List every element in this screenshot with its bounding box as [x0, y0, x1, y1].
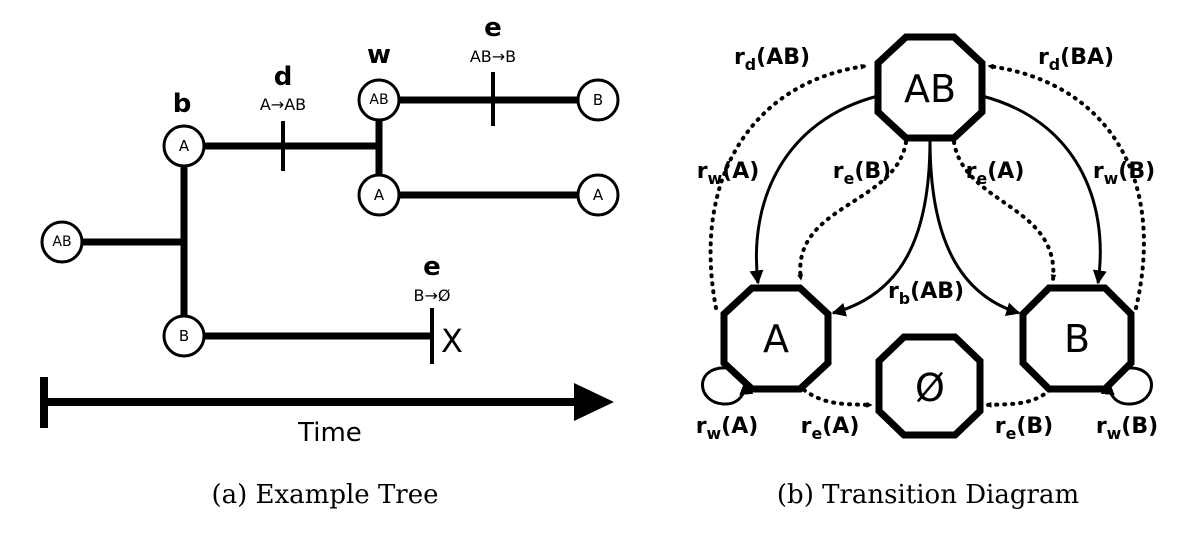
node-w-upper-label: AB: [369, 92, 388, 108]
event-w-label: w: [367, 40, 391, 70]
state-ab: [874, 33, 986, 142]
state-a: [720, 284, 832, 393]
event-e-bottom-label: e: [423, 252, 441, 282]
node-root: [40, 220, 84, 264]
example-tree-panel: AB A B AB A B A b d A→AB w e AB→B e B→Ø …: [40, 13, 620, 510]
event-e-bottom-detail: B→Ø: [414, 286, 451, 305]
state-b-label: B: [1064, 317, 1090, 361]
state-empty-label: Ø: [915, 366, 945, 410]
rate-label-rw-b-loop: rw(B): [1096, 414, 1158, 443]
arc-ab-to-b-split: [928, 139, 1021, 317]
rate-label-re-a-bottom: re(A): [801, 414, 860, 443]
rate-label-rd-ab: rd(AB): [734, 45, 810, 74]
rate-label-rb-ab: rb(AB): [888, 279, 964, 308]
time-axis-arrowhead: [574, 383, 614, 421]
node-b-lower-label: B: [179, 327, 189, 345]
rate-label-rw-a: rw(A): [697, 159, 760, 188]
node-leaf-mid-label: A: [593, 186, 604, 204]
panel-a-caption: (a) Example Tree: [211, 480, 438, 510]
rate-label-re-b: re(B): [833, 159, 892, 188]
arc-a-to-empty-extinction: [802, 388, 874, 408]
node-b-lower: [162, 314, 206, 358]
node-leaf-mid: [576, 173, 620, 217]
rate-label-rw-b: rw(B): [1093, 159, 1155, 188]
arc-ab-to-a-widespread: [749, 94, 879, 285]
state-a-label: A: [763, 317, 789, 361]
node-leaf-top-label: B: [593, 91, 603, 109]
arc-ab-to-a-split: [831, 139, 932, 317]
event-e-top-label: e: [484, 13, 502, 43]
event-b-label: b: [173, 89, 192, 119]
node-b-upper-label: A: [179, 137, 190, 155]
transition-diagram-panel: AB A B Ø rd(AB) rd(BA) rw(A) re(B) re(A)…: [696, 33, 1158, 510]
node-w-upper: [357, 78, 401, 122]
node-b-upper: [162, 124, 206, 168]
arc-b-to-ab-dispersal: [986, 63, 1146, 310]
rate-label-rw-a-loop: rw(A): [696, 414, 759, 443]
extinction-mark: X: [441, 322, 463, 360]
node-root-label: AB: [52, 234, 71, 250]
loop-b: [1100, 366, 1153, 406]
arc-ab-to-b-widespread: [981, 94, 1107, 285]
node-w-lower: [357, 173, 401, 217]
panel-b-caption: (b) Transition Diagram: [777, 480, 1079, 510]
arc-a-to-ab-dispersal: [708, 63, 868, 310]
event-d-label: d: [274, 62, 293, 92]
arc-ab-to-b-extinction: [952, 140, 1057, 282]
arc-ab-to-a-extinction: [797, 140, 908, 282]
event-d-detail: A→AB: [260, 95, 306, 114]
node-w-lower-label: A: [374, 186, 385, 204]
rate-label-rd-ba: rd(BA): [1038, 45, 1114, 74]
loop-a: [701, 366, 754, 406]
state-ab-label: AB: [904, 67, 956, 111]
state-empty: [875, 333, 984, 439]
rate-label-re-b-bottom: re(B): [995, 414, 1054, 443]
arc-b-to-empty-extinction: [984, 388, 1052, 408]
event-e-top-detail: AB→B: [470, 47, 516, 66]
time-axis-label: Time: [297, 418, 362, 448]
node-leaf-top: [576, 78, 620, 122]
rate-label-re-a: re(A): [966, 159, 1025, 188]
